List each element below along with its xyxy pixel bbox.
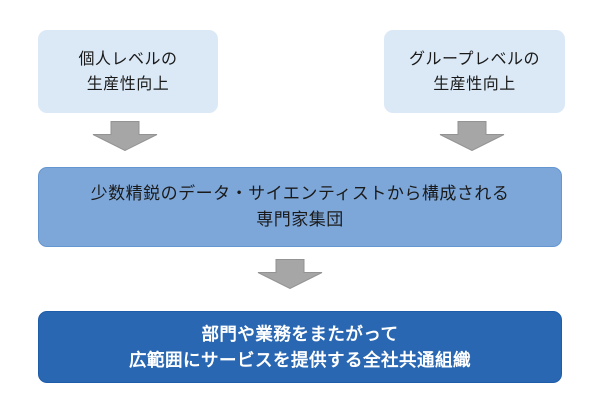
down-arrow-icon [92, 121, 158, 151]
box-company-wide-organization: 部門や業務をまたがって 広範囲にサービスを提供する全社共通組織 [38, 311, 562, 383]
box-group-productivity: グループレベルの 生産性向上 [384, 30, 565, 113]
box-text-line: 生産性向上 [433, 75, 516, 93]
box-text-line: 個人レベルの [78, 50, 178, 68]
box-individual-productivity: 個人レベルの 生産性向上 [38, 30, 218, 113]
box-text-line: 生産性向上 [86, 75, 170, 93]
down-arrow-icon [257, 259, 323, 289]
box-text-line: 部門や業務をまたがって [201, 324, 399, 344]
box-text-line: 広範囲にサービスを提供する全社共通組織 [129, 350, 471, 370]
box-text-line: 少数精鋭のデータ・サイエンティストから構成される [90, 184, 510, 203]
box-text-line: グループレベルの [408, 50, 541, 68]
box-expert-team: 少数精鋭のデータ・サイエンティストから構成される 専門家集団 [38, 167, 562, 247]
down-arrow-icon [439, 121, 505, 151]
box-text-line: 専門家集団 [256, 210, 344, 229]
